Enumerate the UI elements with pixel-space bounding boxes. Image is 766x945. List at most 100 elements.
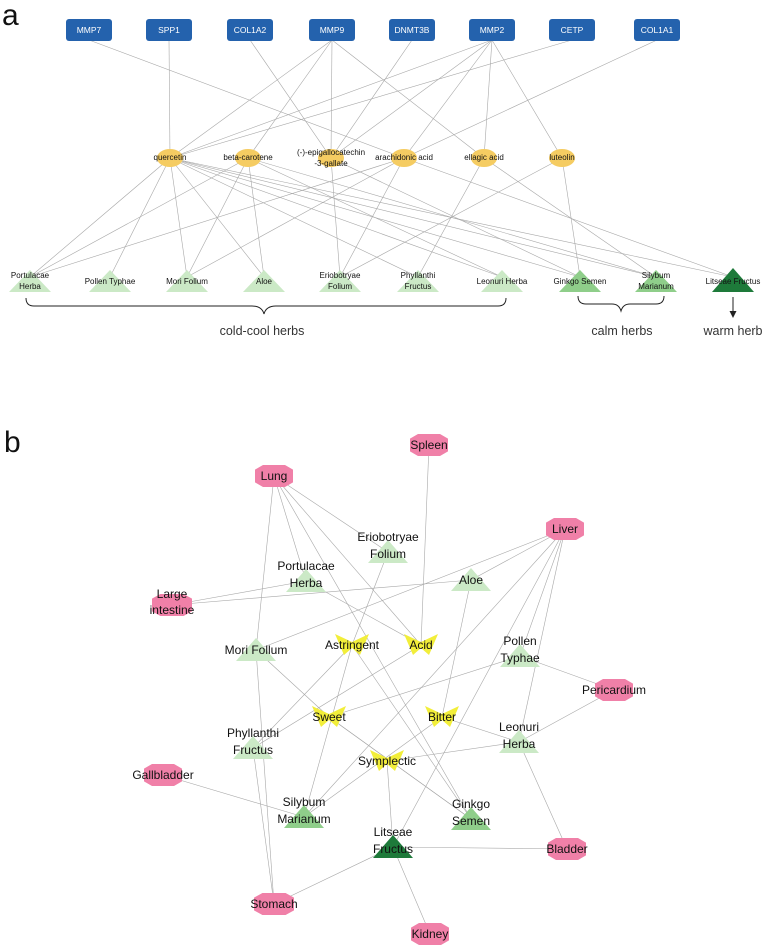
panel-b-letter: b — [4, 426, 21, 459]
herb-triangle — [451, 807, 491, 830]
edge-liver-silybum-marianum — [303, 528, 566, 818]
gene-node-col1a2: COL1A2 — [227, 19, 273, 41]
organ-node-lung: Lung — [255, 465, 293, 487]
organ-label: Liver — [552, 522, 578, 536]
edge-stomach-phyllanthi-fructus — [252, 747, 275, 905]
edge-kidney-litseae-fructus — [392, 846, 431, 935]
edge-col1a2-epigallocatechin-3-gallate — [249, 39, 332, 159]
organ-octagon — [411, 923, 449, 945]
compound-label: beta-carotene — [223, 153, 273, 162]
edge-mmp9-ellagic-acid — [331, 39, 485, 159]
edge-lung-mori-follum — [255, 475, 275, 651]
edge-leonuri-herba-bitter — [441, 716, 520, 743]
herb-triangle — [284, 805, 324, 828]
edge-large-intestine-aloe — [171, 579, 472, 606]
herb-label: Mori Follum — [166, 277, 208, 286]
organ-octagon — [152, 594, 192, 616]
edge-liver-pollen-typhae — [519, 528, 566, 657]
edge-beta-carotene-aloe — [247, 157, 265, 278]
compound-ellipse — [318, 149, 344, 167]
taste-star — [335, 634, 369, 655]
edge-astringent-silybum-marianum — [303, 644, 353, 818]
herb-triangle — [233, 736, 273, 759]
compound-ellipse — [235, 149, 261, 167]
gene-node-col1a1: COL1A1 — [634, 19, 680, 41]
edge-stomach-litseae-fructus — [273, 846, 394, 905]
edge-leonuri-herba-symplectic — [386, 741, 520, 762]
gene-node-mmp7: MMP7 — [66, 19, 112, 41]
herb-node-litseae-fructus: Litseae Fructus — [706, 268, 760, 292]
cold-cool-brace — [25, 297, 507, 315]
gene-label: CETP — [561, 25, 584, 35]
edge-mmp2-ellagic-acid — [483, 39, 493, 159]
organ-label: Bladder — [546, 842, 587, 856]
organ-node-bladder: Bladder — [546, 838, 588, 860]
herb-triangle — [166, 270, 208, 292]
edge-phyllanthi-fructus-acid — [252, 644, 422, 749]
edge-arachidonic-acid-litseae-fructus — [403, 157, 734, 278]
organ-node-kidney: Kidney — [411, 923, 449, 945]
gene-node-spp1: SPP1 — [146, 19, 192, 41]
taste-label: Astringent — [325, 638, 380, 652]
organ-octagon — [595, 679, 633, 701]
organ-label: Kidney — [412, 927, 449, 941]
panel-b-edges — [162, 444, 615, 935]
organ-label: Gallbladder — [132, 768, 193, 782]
edge-spp1-quercetin — [168, 39, 171, 159]
gene-label: COL1A1 — [641, 25, 674, 35]
edge-mmp9-beta-carotene — [247, 39, 333, 159]
gene-node-mmp2: MMP2 — [469, 19, 515, 41]
edge-lung-eriobotryae-folium — [273, 475, 389, 553]
organ-octagon — [546, 518, 584, 540]
edge-gallbladder-silybum-marianum — [162, 774, 305, 818]
taste-star — [404, 634, 438, 655]
herb-node-mori-follum: Mori Follum — [166, 270, 208, 292]
herb-label: Aloe — [459, 573, 483, 587]
edge-epigallocatechin-3-gallate-eriobotryae-folium — [330, 157, 341, 278]
edge-quercetin-portulacae-herba — [29, 157, 171, 278]
edge-bladder-leonuri-herba — [518, 741, 568, 850]
taste-node-bitter: Bitter — [425, 706, 459, 727]
herb-triangle — [635, 270, 677, 292]
edge-beta-carotene-leonuri-herba — [247, 157, 503, 278]
edge-quercetin-leonuri-herba — [169, 157, 503, 278]
edge-lung-acid — [273, 475, 422, 646]
gene-box — [146, 19, 192, 41]
herb-label: Ginkgo Semen — [554, 277, 607, 286]
edge-arachidonic-acid-eriobotryae-folium — [339, 157, 405, 278]
organ-node-spleen: Spleen — [410, 434, 448, 456]
herb-triangle — [286, 569, 326, 592]
warm-arrow-head — [729, 311, 737, 318]
herb-label: Aloe — [256, 277, 273, 286]
gene-box — [227, 19, 273, 41]
herb-node-ginkgo-semen: Ginkgo Semen — [554, 270, 607, 292]
edge-pericardium-leonuri-herba — [518, 689, 615, 743]
gene-label: DNMT3B — [395, 25, 430, 35]
taste-star — [370, 750, 404, 771]
herb-triangle — [9, 270, 51, 292]
herb-triangle — [397, 270, 439, 292]
taste-label: Symplectic — [358, 754, 416, 768]
compound-label: luteolin — [549, 153, 574, 162]
gene-node-cetp: CETP — [549, 19, 595, 41]
edge-phyllanthi-fructus-astringent — [252, 644, 353, 749]
organ-label: Lung — [261, 469, 288, 483]
edge-liver-mori-follum — [255, 528, 566, 651]
calm-brace — [577, 295, 665, 313]
edge-large-intestine-portulacae-herba — [171, 580, 307, 606]
edge-litseae-fructus-symplectic — [386, 760, 394, 848]
compound-label: quercetin — [154, 153, 187, 162]
taste-node-acid: Acid — [404, 634, 438, 655]
gene-box — [549, 19, 595, 41]
